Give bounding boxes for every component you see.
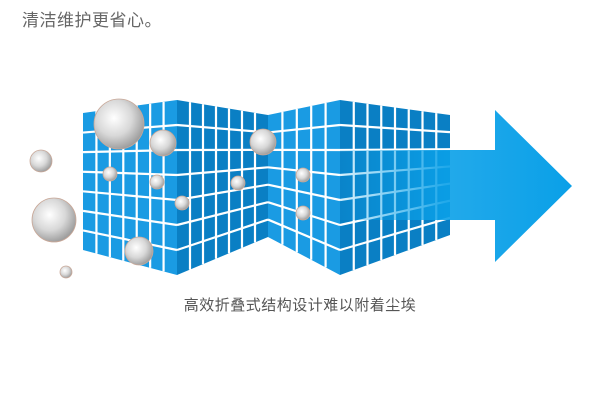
grid-line	[176, 201, 269, 227]
illustration-caption: 高效折叠式结构设计难以附着尘埃	[183, 296, 417, 314]
dust-particle	[149, 129, 177, 157]
dust-particle	[59, 265, 73, 279]
heading-text: 清洁维护更省心。	[22, 11, 162, 31]
filter-panel	[177, 100, 268, 275]
airflow-arrow	[340, 110, 572, 262]
grid-line	[82, 190, 178, 202]
dust-particle	[93, 98, 145, 150]
dust-particle	[31, 197, 77, 243]
grid-line	[82, 170, 178, 177]
grid-line	[176, 218, 269, 252]
dust-particles	[29, 98, 311, 279]
dust-particle	[249, 128, 277, 156]
dust-particle	[124, 236, 154, 266]
dust-particle	[230, 175, 246, 191]
grid-line	[82, 209, 178, 227]
grid-line	[176, 183, 269, 202]
grid-line	[176, 166, 269, 177]
filter-panel	[268, 100, 340, 275]
dust-particle	[102, 166, 118, 182]
dust-particle	[149, 174, 165, 190]
dust-particle	[295, 167, 311, 183]
grid-line	[267, 123, 341, 134]
grid-line	[267, 183, 341, 202]
dust-particle	[174, 195, 190, 211]
grid-line	[176, 123, 269, 134]
dust-particle	[295, 205, 311, 221]
grid-line	[267, 218, 341, 252]
dust-particle	[29, 149, 53, 173]
